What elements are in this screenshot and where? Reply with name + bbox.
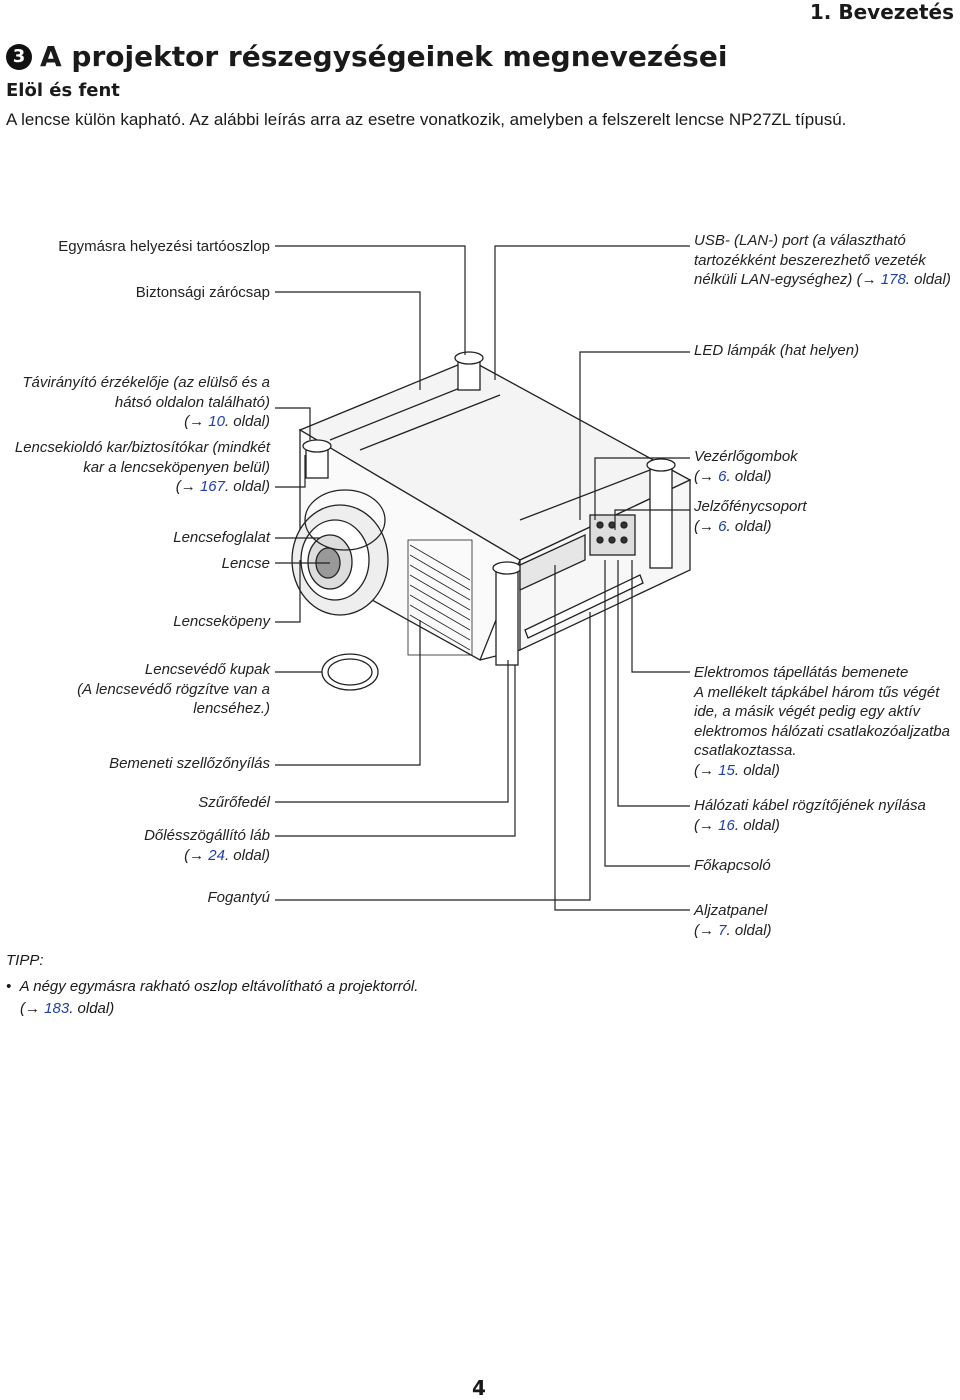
label-lens-cap: Lencsevédő kupak (A lencsevédő rögzítve … (77, 661, 270, 717)
tip-body: • A négy egymásra rakható oszlop eltávol… (6, 978, 419, 1017)
label-main-switch: Főkapcsoló (694, 857, 771, 874)
tip-bullet: • (6, 978, 12, 995)
label-security-lock: Biztonsági zárócsap (135, 284, 270, 301)
label-handle: Fogantyú (207, 889, 270, 906)
label-stack-pole: Egymásra helyezési tartóoszlop (58, 238, 270, 255)
label-lens-release: Lencsekioldó kar/biztosítókar (mindkét k… (14, 439, 270, 495)
label-remote-sensor: Távirányító érzékelője (az elülső és a h… (22, 374, 270, 430)
chapter-title: 1. Bevezetés (809, 0, 954, 24)
page-number: 4 (472, 1376, 486, 1400)
label-indicators: Jelzőfénycsoport (→ 6. oldal) (694, 498, 807, 535)
label-power-input: Elektromos tápellátás bemenete A melléke… (694, 664, 950, 779)
label-lens-mount: Lencsefoglalat (173, 529, 270, 546)
subsection-title: Elöl és fent (6, 80, 120, 101)
label-lens-shroud: Lencseköpeny (173, 613, 270, 630)
section-title: A projektor részegységeinek megnevezései (40, 40, 728, 73)
intro-text: A lencse külön kapható. Az alábbi leírás… (6, 110, 847, 129)
section-number-badge: 3 (6, 43, 32, 70)
label-controls: Vezérlőgombok (→ 6. oldal) (694, 448, 798, 485)
label-led: LED lámpák (hat helyen) (694, 342, 860, 359)
label-filter-cover: Szűrőfedél (198, 794, 270, 811)
label-cable-stopper: Hálózati kábel rögzítőjének nyílása (→ 1… (694, 797, 926, 834)
label-tilt-foot: Dőlésszögállító láb (→ 24. oldal) (144, 827, 270, 864)
projector-illustration (291, 351, 692, 691)
label-lens: Lencse (221, 555, 270, 572)
section-heading: 3 A projektor részegységeinek megnevezés… (6, 40, 727, 73)
label-terminal-panel: Aljzatpanel (→ 7. oldal) (694, 902, 772, 939)
leader-lines (275, 245, 690, 911)
label-usb-port: USB- (LAN-) port (a választható tartozék… (694, 232, 951, 288)
label-intake-vent: Bemeneti szellőzőnyílás (109, 755, 270, 772)
tip-heading: TIPP: (6, 952, 44, 969)
